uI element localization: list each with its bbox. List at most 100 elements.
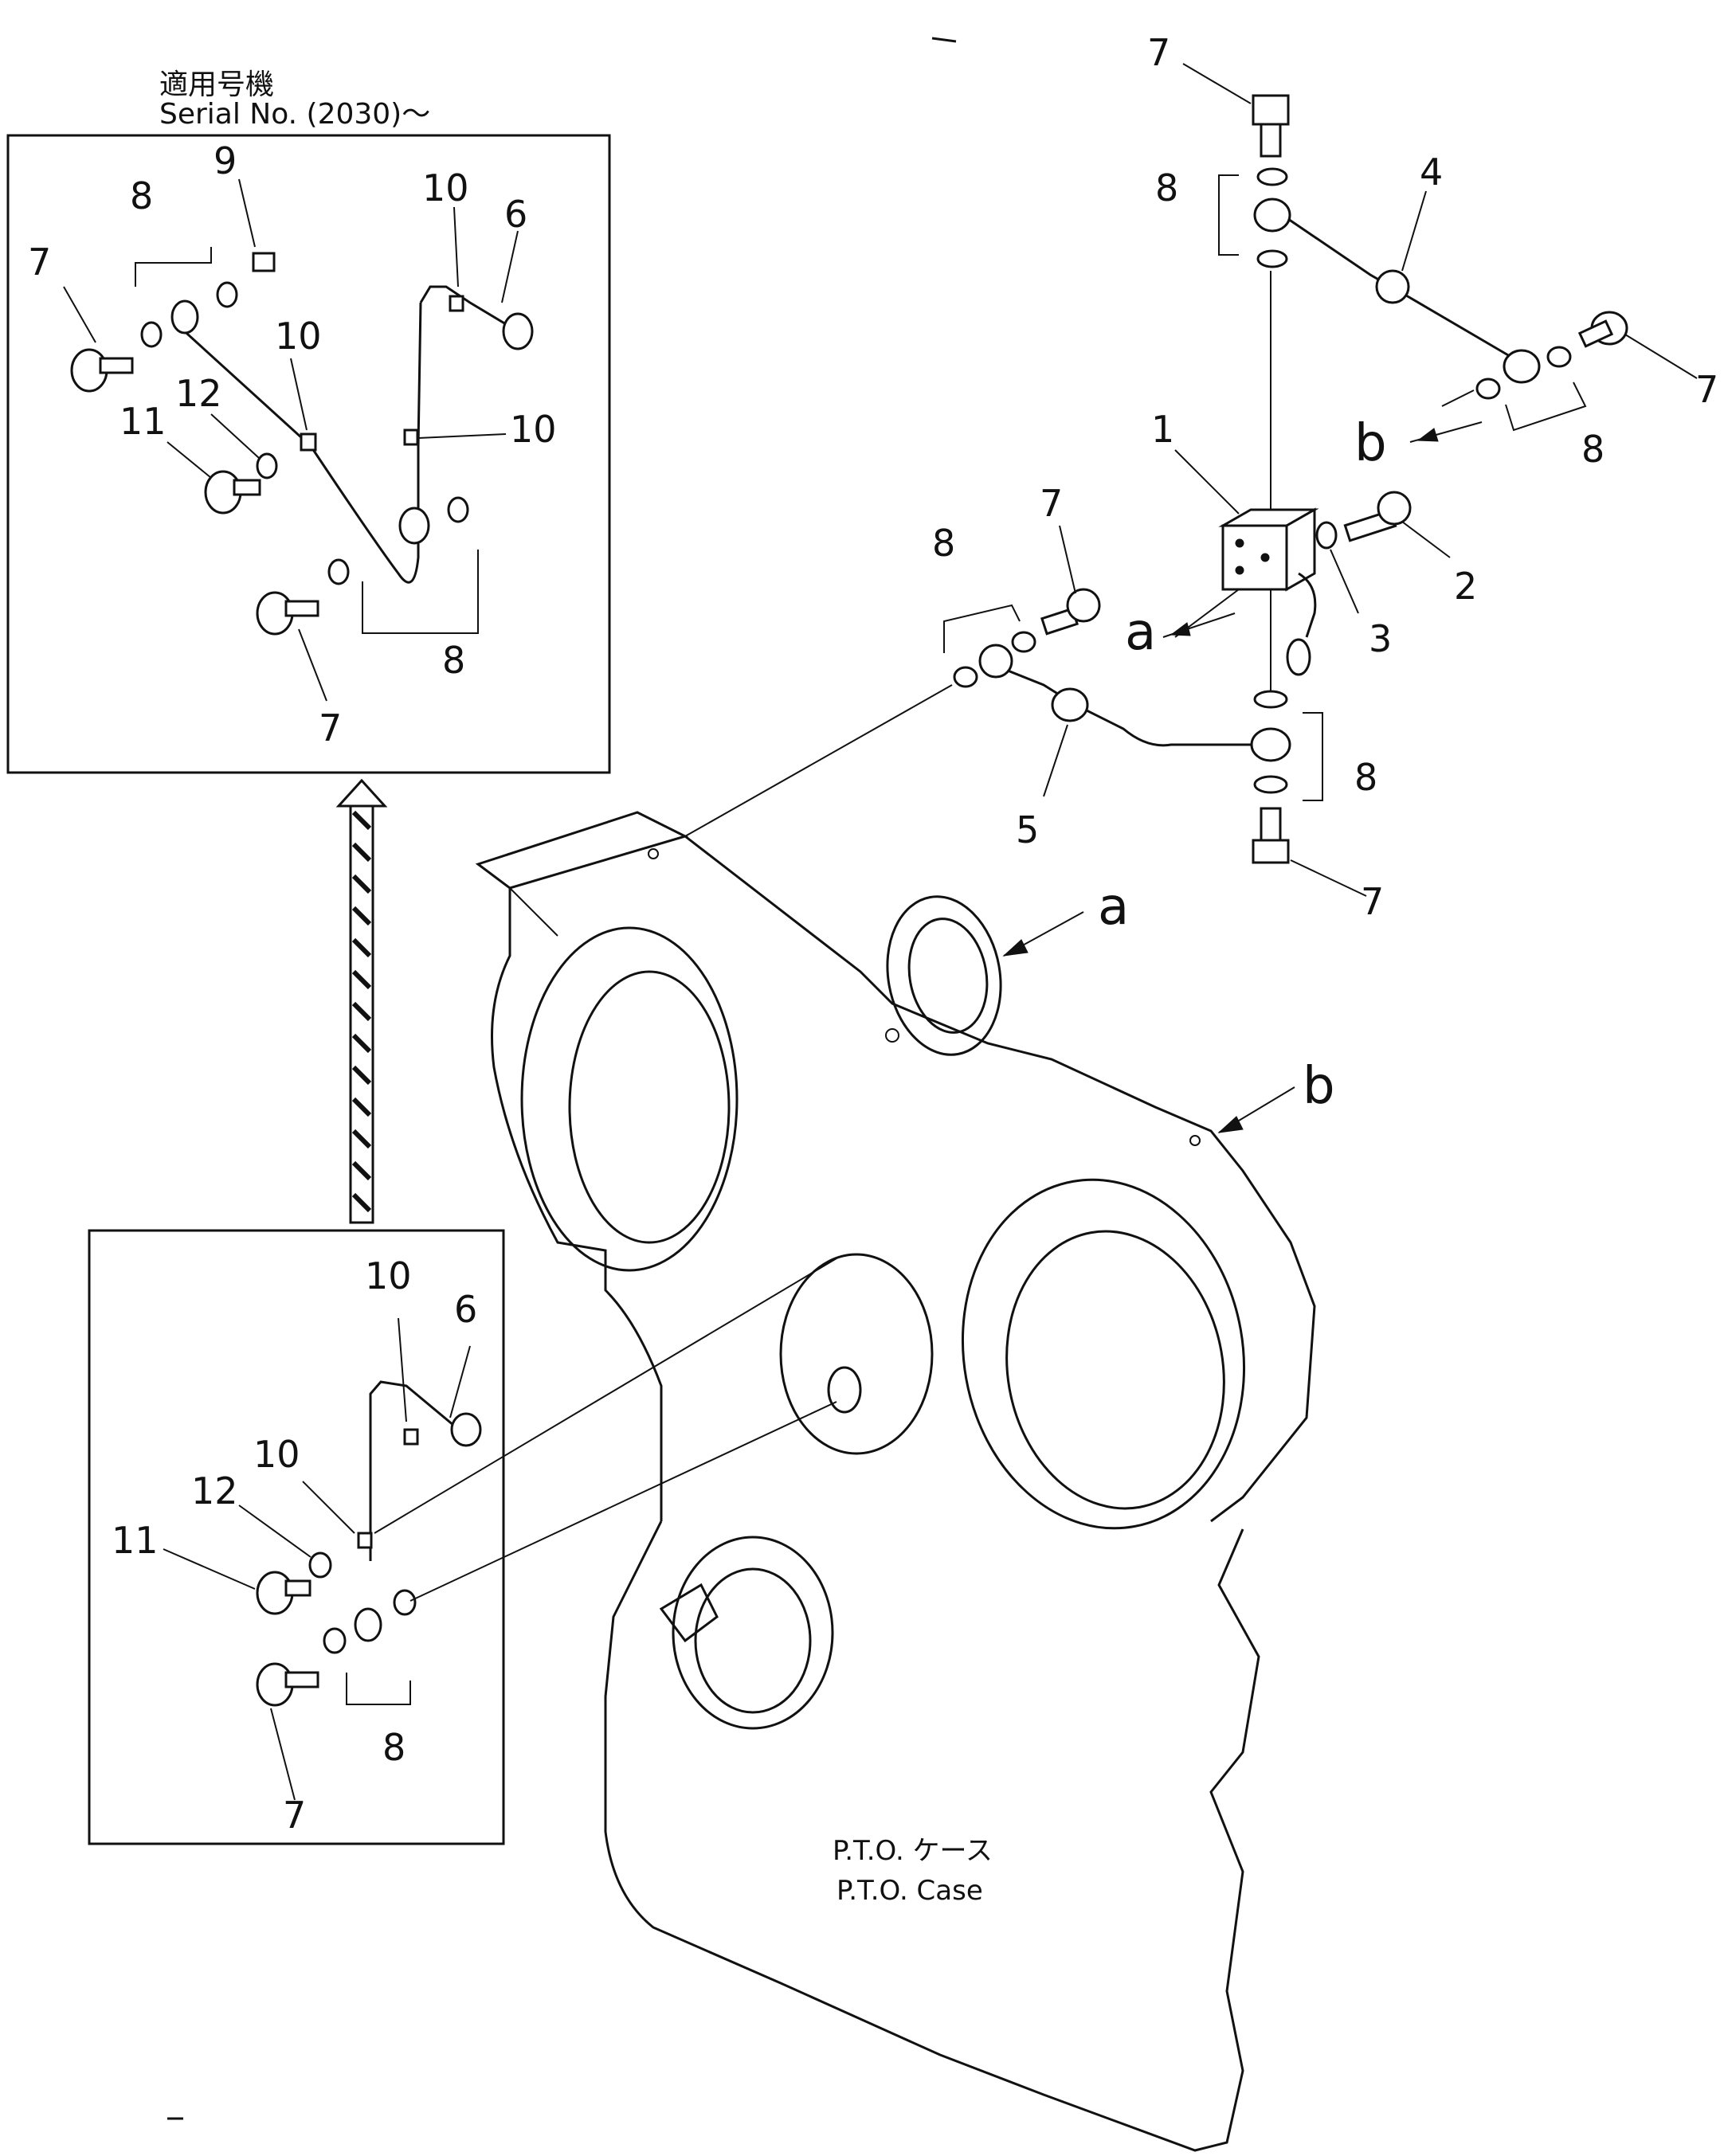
case-label-english: P.T.O. Case [837, 1875, 983, 1907]
inset-bottom-hose-eye-right [450, 1412, 482, 1447]
leader [1182, 63, 1252, 104]
inset-top-bolt-11 [204, 470, 261, 515]
leader [1401, 190, 1427, 272]
leader [1330, 549, 1359, 614]
inset-top-label-10c: 10 [510, 408, 557, 451]
washer-right-b [1546, 346, 1572, 368]
leader [238, 178, 256, 248]
leader [417, 433, 507, 439]
label-7-right: 7 [1695, 368, 1718, 411]
inset-bottom-washer-b [393, 1589, 417, 1616]
hose-4-eye-end [1503, 349, 1541, 384]
hose-4-fitting [1375, 269, 1410, 304]
inset-bottom-washer-12 [308, 1551, 332, 1579]
bolt-7-mid [1040, 588, 1101, 636]
leader [398, 1317, 407, 1422]
washer-low-a [1253, 690, 1288, 709]
label-7-low: 7 [1361, 880, 1384, 923]
bracket-8-mid [943, 604, 1021, 653]
case-port [648, 848, 659, 859]
inset-bottom-washer-a [323, 1627, 347, 1654]
inset-bottom-label-12: 12 [191, 1469, 238, 1512]
inset-bottom-hose-eye-bottom [354, 1607, 382, 1642]
inset-bottom-frame [88, 1229, 505, 1845]
leader [453, 206, 459, 288]
bolt-7-top [1252, 94, 1290, 158]
label-7-top: 7 [1147, 31, 1170, 74]
inset-top-label-9: 9 [214, 139, 237, 182]
block-pigtail [1298, 572, 1317, 638]
case-output-flange [672, 1536, 834, 1730]
inset-top-washer-b [216, 281, 238, 308]
label-3: 3 [1369, 617, 1392, 660]
stray-mark [931, 37, 957, 43]
leader [167, 441, 212, 479]
hose-5-eye-right [1250, 727, 1291, 762]
leader [501, 230, 519, 303]
label-8-top: 8 [1155, 166, 1178, 209]
inset-top-hose [178, 302, 422, 584]
inset-bottom-label-8: 8 [382, 1726, 406, 1769]
leader [1043, 724, 1068, 797]
inset-bottom-bracket-8 [346, 1673, 411, 1705]
case-label-japanese: P.T.O. ケース [833, 1835, 993, 1867]
label-7-mid: 7 [1040, 482, 1063, 525]
inset-top-label-11: 11 [120, 400, 167, 443]
inset-top-washer-12 [256, 452, 278, 479]
leader [163, 1548, 256, 1590]
inset-top-clip-b [403, 428, 419, 446]
block-pigtail-eye [1286, 638, 1311, 676]
bolt-7-right [1577, 311, 1628, 348]
leader [298, 628, 327, 702]
ref-b-top: b [1354, 414, 1387, 473]
inset-top-label-10a: 10 [422, 166, 469, 209]
label-4: 4 [1420, 151, 1443, 194]
inset-top-washer-d [447, 496, 469, 523]
block-1 [1218, 507, 1319, 592]
case-center-flange [779, 1253, 934, 1455]
case-output-tab [659, 1583, 719, 1643]
case-lower-outline [604, 1520, 1260, 2152]
leader [1441, 389, 1475, 407]
inset-top-label-12: 12 [175, 372, 222, 415]
leader [270, 1708, 296, 1801]
case-right-outline [684, 835, 1316, 1523]
label-8-mid: 8 [932, 522, 955, 565]
washer-top-b [1256, 249, 1288, 268]
inset-bottom-bolt-7 [256, 1662, 319, 1707]
applicable-note-japanese: 適用号機 [159, 68, 274, 101]
label-2: 2 [1454, 565, 1477, 608]
inset-bottom-label-11: 11 [112, 1519, 159, 1562]
inset-top-clip-c [449, 295, 464, 312]
bracket-8-top [1218, 174, 1239, 256]
label-8-right: 8 [1581, 428, 1604, 471]
inset-top-hose-eye-left [170, 299, 199, 335]
case-top-flange [475, 811, 689, 890]
inset-top-hose-eye-bottom [398, 507, 430, 545]
ref-b-top-arrowhead [1416, 428, 1439, 442]
case-port [885, 1028, 899, 1043]
leader-to-case [374, 1258, 837, 1534]
upgrade-arrow [335, 778, 388, 1224]
inset-top-clip-a [300, 432, 317, 452]
inset-bottom-bolt-11 [256, 1571, 311, 1615]
inset-top: 8 9 10 6 7 10 12 11 10 8 7 [6, 134, 611, 774]
washer-top-a [1256, 167, 1288, 186]
leader [1401, 521, 1451, 558]
case-bore-left-inner [568, 970, 731, 1244]
ref-a-top-arrowhead [1170, 622, 1191, 636]
inset-top-bolt-7a [70, 348, 134, 393]
leader [63, 286, 96, 343]
inset-top-label-7b: 7 [319, 706, 342, 749]
washer-low-b [1253, 775, 1288, 794]
inset-bottom-label-6: 6 [454, 1288, 477, 1331]
washer-mid-b [1011, 631, 1036, 653]
inset-top-washer-a [140, 321, 163, 348]
hose-5-fitting [1051, 687, 1089, 722]
hose-5-eye-left [978, 644, 1013, 679]
inset-top-label-8a: 8 [130, 174, 153, 217]
ref-b-case: b [1303, 1057, 1335, 1116]
label-8-low: 8 [1354, 756, 1377, 799]
leader-to-case [409, 1401, 837, 1602]
